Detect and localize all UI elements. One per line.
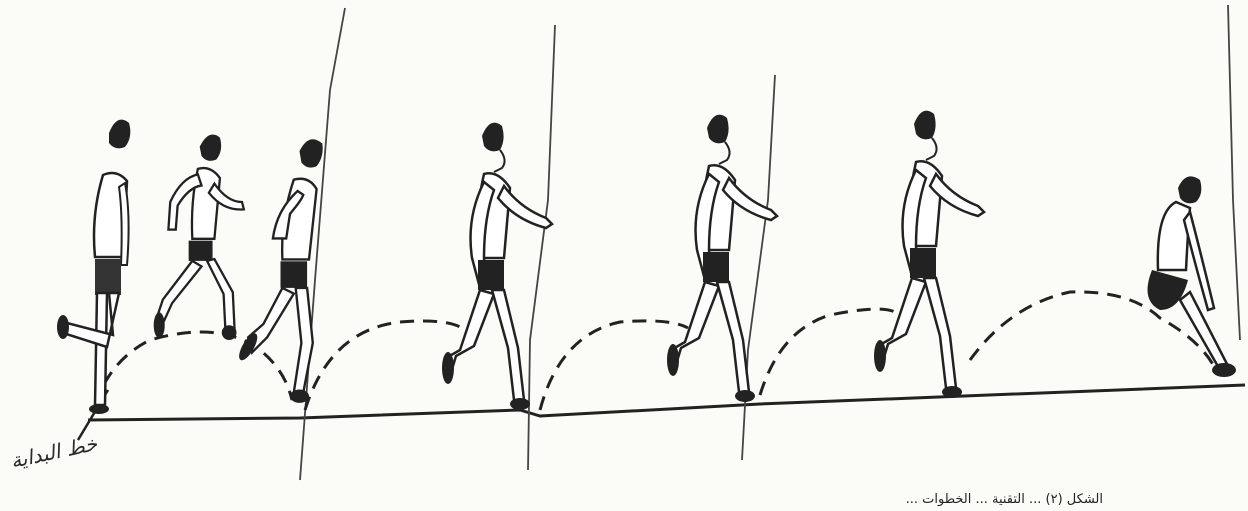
panel-dividers [300,5,1240,480]
ground-line [88,385,1245,420]
figure-standing [57,120,130,414]
figure-walker-1 [442,123,552,410]
figure-caption: الشكل (٢) ... التقنية ... الخطوات ... [906,492,1103,507]
figure-runner-1 [154,135,244,340]
figure-walker-3 [874,111,984,398]
figure-runner-2 [236,139,323,403]
figure-landing [1148,176,1237,377]
